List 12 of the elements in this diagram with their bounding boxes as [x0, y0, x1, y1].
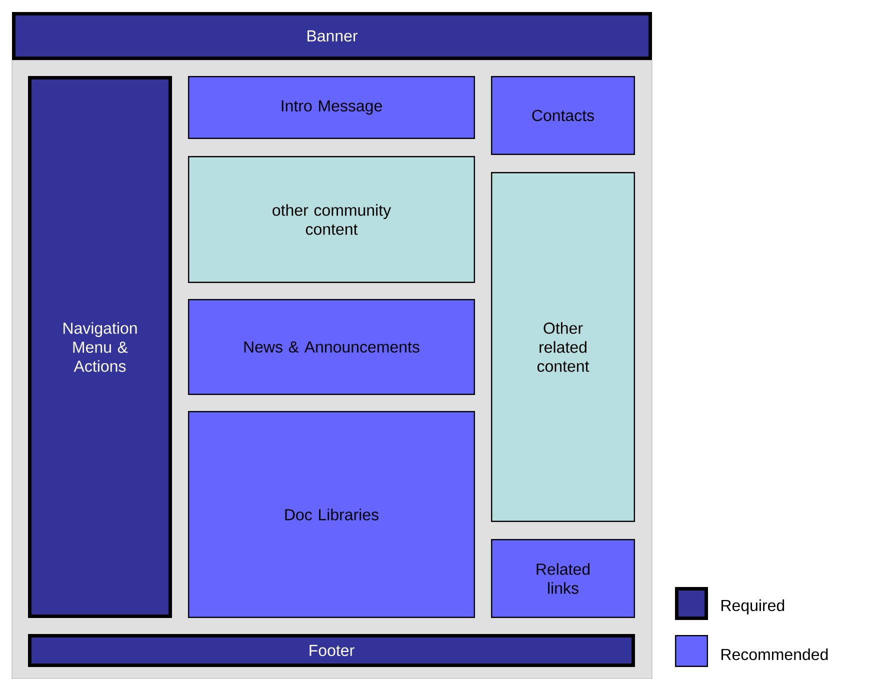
- legend-label: Recommended: [722, 648, 828, 660]
- layout-region: other community content: [188, 156, 475, 283]
- legend-label: Required: [722, 599, 784, 614]
- layout-region: Navigation Menu & Actions: [28, 76, 172, 618]
- layout-region: Intro Message: [188, 76, 475, 139]
- layout-region: News & Announcements: [188, 299, 475, 395]
- layout-region: Related links: [491, 539, 635, 618]
- layout-region: Footer: [28, 634, 635, 667]
- layout-region: Doc Libraries: [188, 411, 475, 618]
- layout-region: Banner: [12, 12, 652, 60]
- layout-region: Contacts: [491, 76, 635, 155]
- layout-region: Other related content: [491, 172, 635, 522]
